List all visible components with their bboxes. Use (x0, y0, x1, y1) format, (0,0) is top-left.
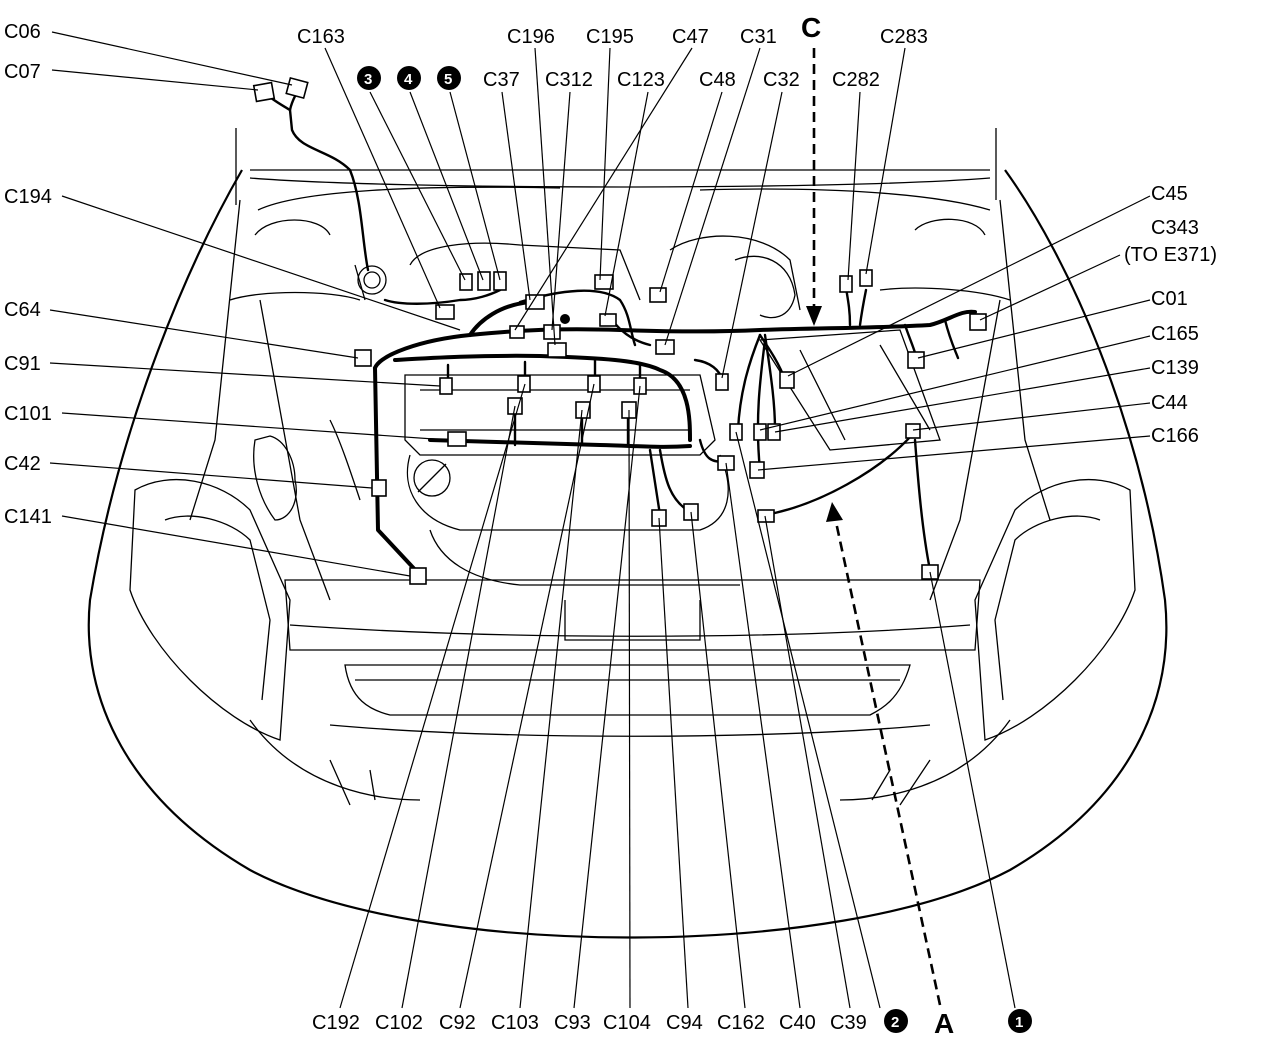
connector-c01 (907, 351, 925, 369)
label-c94: C94 (666, 1012, 703, 1034)
label-c283: C283 (880, 26, 928, 48)
connector-5 (493, 271, 507, 291)
label-c39: C39 (830, 1012, 867, 1034)
connector-c192 (517, 375, 531, 393)
connector-c163 (435, 304, 455, 320)
vehicle-body-outline (87, 128, 1168, 939)
connector-c139 (767, 423, 781, 441)
label-c312: C312 (545, 69, 593, 91)
label-c123: C123 (617, 69, 665, 91)
badge-5: 5 (437, 66, 461, 90)
connector-c42 (371, 479, 387, 497)
label-c01: C01 (1151, 288, 1188, 310)
connector-c44 (905, 423, 921, 439)
badge-1-number: 1 (1015, 1014, 1023, 1031)
badge-4: 4 (397, 66, 421, 90)
label-c282: C282 (832, 69, 880, 91)
view-arrows (806, 48, 942, 1006)
view-label-a: A (934, 1008, 954, 1039)
label-c101: C101 (4, 403, 52, 425)
view-arrow-a-line (834, 521, 942, 1006)
label-c45: C45 (1151, 183, 1188, 205)
label-c162: C162 (717, 1012, 765, 1034)
label-c37: C37 (483, 69, 520, 91)
label-c91: C91 (4, 353, 41, 375)
badge-3-number: 3 (364, 71, 372, 88)
label-c06: C06 (4, 21, 41, 43)
label-c07: C07 (4, 61, 41, 83)
connector-c47 (649, 287, 667, 303)
view-label-c: C (801, 12, 821, 43)
label-c141: C141 (4, 506, 52, 528)
label-c92: C92 (439, 1012, 476, 1034)
leader-lines (49, 31, 1151, 1009)
view-arrow-a-head (826, 502, 843, 522)
label-c48: C48 (699, 69, 736, 91)
connector-c141 (409, 567, 427, 585)
label-c104: C104 (603, 1012, 651, 1034)
connector-c165 (753, 423, 767, 441)
view-arrow-c-head (806, 306, 822, 326)
connector-c07 (252, 81, 276, 103)
connector-4 (477, 271, 491, 291)
connector-c282 (839, 275, 853, 293)
badge-3: 3 (357, 66, 381, 90)
label-c194: C194 (4, 186, 52, 208)
label-c196: C196 (507, 26, 555, 48)
label-c192: C192 (312, 1012, 360, 1034)
label-c102: C102 (375, 1012, 423, 1034)
label-c195: C195 (586, 26, 634, 48)
connector-c32 (715, 373, 729, 391)
label-c31: C31 (740, 26, 777, 48)
label-c47: C47 (672, 26, 709, 48)
connector-c196 (547, 342, 567, 358)
connector-c06 (285, 76, 309, 100)
connector-c343 (969, 313, 987, 331)
label-c42: C42 (4, 453, 41, 475)
connector-3 (459, 273, 473, 291)
label-c44: C44 (1151, 392, 1188, 414)
label-c166: C166 (1151, 425, 1199, 447)
badge-2-number: 2 (891, 1014, 899, 1031)
label-c163: C163 (297, 26, 345, 48)
connector-c123 (599, 313, 617, 327)
connector-c101 (447, 431, 467, 447)
badge-4-number: 4 (404, 71, 413, 88)
label-c64: C64 (4, 299, 41, 321)
connector-labels: C06 C07 C194 C64 C91 C101 C42 C141 C163 … (4, 12, 1217, 1039)
label-c32: C32 (763, 69, 800, 91)
badge-1: 1 (1008, 1009, 1032, 1033)
label-to-e371: (TO E371) (1124, 244, 1217, 266)
connector-c45 (779, 371, 795, 389)
badge-2: 2 (884, 1009, 908, 1033)
connector-c103 (575, 401, 591, 419)
label-c139: C139 (1151, 357, 1199, 379)
label-c165: C165 (1151, 323, 1199, 345)
badge-5-number: 5 (444, 71, 452, 88)
label-c40: C40 (779, 1012, 816, 1034)
connector-c48 (655, 339, 675, 355)
connector-c91 (439, 377, 453, 395)
label-c103: C103 (491, 1012, 539, 1034)
connector-c283 (859, 269, 873, 287)
label-c93: C93 (554, 1012, 591, 1034)
label-c343: C343 (1151, 217, 1199, 239)
